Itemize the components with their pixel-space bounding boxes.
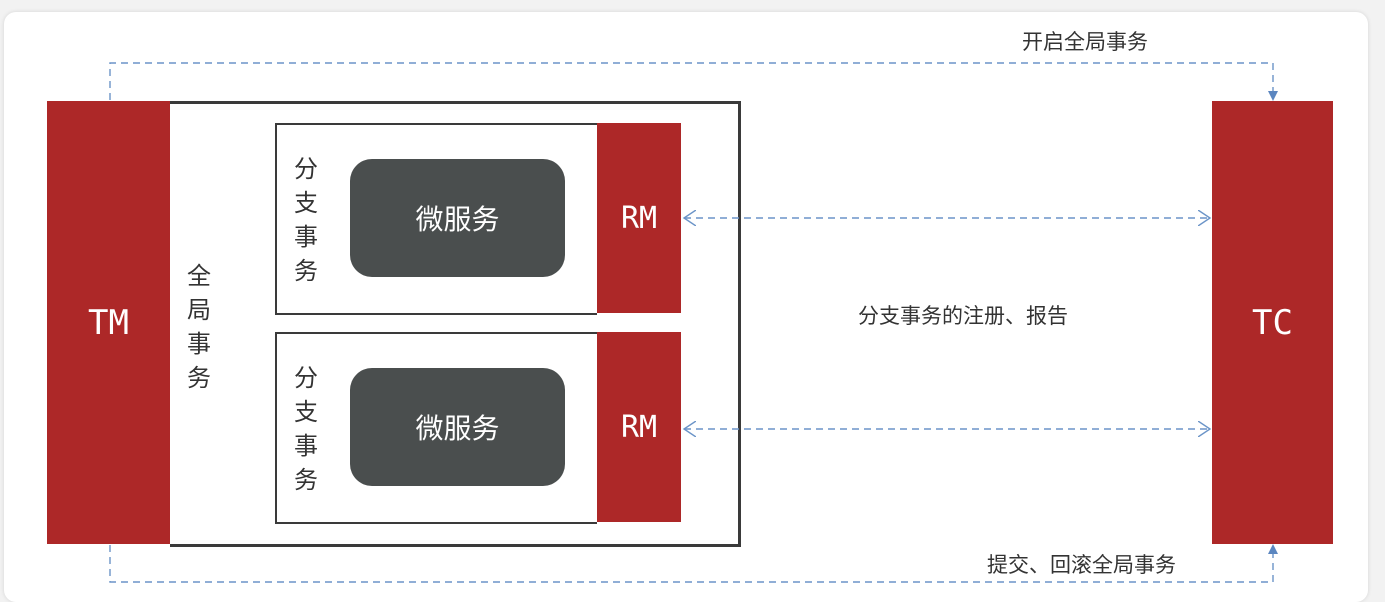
microservice-box-2: 微服务 [350,368,565,486]
tm-block: TM [47,101,170,544]
tm-label: TM [88,302,129,343]
branch-register-report-label: 分支事务的注册、报告 [858,304,1068,328]
global-transaction-label: 全局事务 [187,262,211,392]
rm-block-2: RM [597,332,681,522]
flow-arrows [109,62,1278,583]
commit-rollback-label: 提交、回滚全局事务 [987,553,1176,577]
commit-rollback-arrow [109,544,1278,583]
tc-label: TC [1252,302,1293,343]
rm-label-2: RM [620,409,658,445]
microservice-box-1: 微服务 [350,159,565,277]
branch-transaction-label-2: 分支事务 [294,364,318,494]
tc-block: TC [1212,101,1333,544]
open-global-tx-arrow [109,62,1278,101]
microservice-label-2: 微服务 [415,412,500,445]
rm-label-1: RM [620,200,658,236]
microservice-label-1: 微服务 [415,203,500,236]
open-global-tx-label: 开启全局事务 [1022,30,1148,54]
rm-block-1: RM [597,123,681,313]
branch-transaction-label-1: 分支事务 [294,155,318,285]
